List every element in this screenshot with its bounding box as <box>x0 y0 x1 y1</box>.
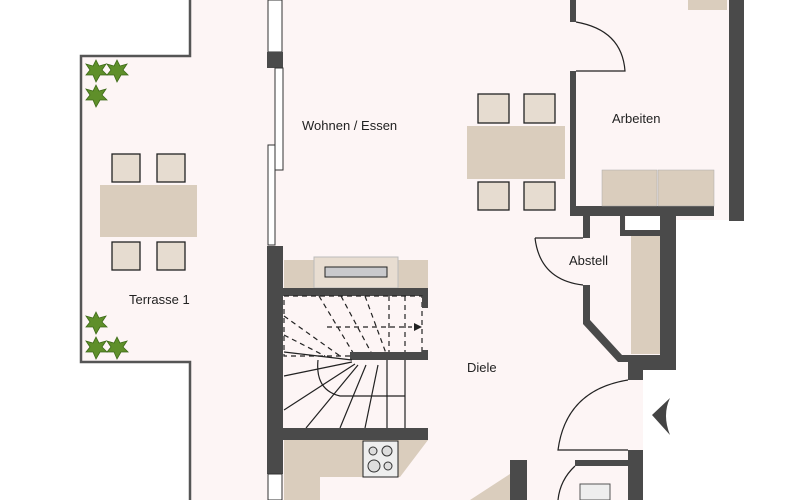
chair <box>111 153 141 183</box>
room-label-arbeiten: Arbeiten <box>612 111 660 126</box>
wall <box>422 296 428 308</box>
stair-arrow-icon <box>414 323 422 331</box>
entrance-door <box>557 379 629 451</box>
burner-icon <box>381 445 393 457</box>
storage-shelf <box>631 236 660 354</box>
window <box>274 67 284 171</box>
window <box>267 473 283 500</box>
plant-icon <box>85 311 108 335</box>
wall <box>660 216 676 370</box>
wall <box>510 460 527 500</box>
exterior-entry <box>643 370 800 500</box>
wall <box>620 216 625 236</box>
wall <box>283 288 428 296</box>
door-arbeiten <box>575 21 626 72</box>
terrace-table <box>100 185 197 237</box>
plant-icon <box>85 336 108 360</box>
door-abstell <box>534 237 584 286</box>
room-label-wohnen: Wohnen / Essen <box>302 118 397 133</box>
counter <box>470 474 510 500</box>
wall <box>583 216 590 238</box>
wall <box>575 460 643 466</box>
exterior-right-2 <box>675 220 745 370</box>
entrance-arrow-icon <box>652 398 670 435</box>
plant-icon <box>85 84 108 108</box>
wc-fixture <box>579 483 611 500</box>
wall <box>422 350 428 360</box>
plant-icons <box>85 59 129 360</box>
plant-icon <box>106 59 129 83</box>
terrace-outline <box>79 0 192 500</box>
stair-lower <box>283 351 406 429</box>
chair <box>523 181 556 211</box>
wall <box>570 206 714 216</box>
shaft <box>626 216 660 230</box>
room-label-diele: Diele <box>467 360 497 375</box>
door-swing <box>557 465 576 500</box>
window <box>267 144 276 246</box>
desk <box>688 0 727 10</box>
chair <box>111 241 141 271</box>
oven-window <box>324 266 388 278</box>
burner-icon <box>368 446 378 456</box>
wall <box>570 0 576 22</box>
burner-icon <box>383 461 393 471</box>
room-label-abstell: Abstell <box>569 253 608 268</box>
wall <box>620 230 660 236</box>
chair <box>523 93 556 124</box>
wall <box>729 0 744 221</box>
cooktop <box>362 440 399 478</box>
wall <box>267 52 283 68</box>
plant-icon <box>106 336 129 360</box>
dining-table <box>467 126 565 179</box>
cabinet <box>601 169 658 207</box>
wall <box>283 428 428 440</box>
stair-treads <box>283 295 412 357</box>
wall <box>570 71 576 211</box>
cabinet <box>657 169 715 207</box>
wall <box>267 246 283 474</box>
room-label-terrasse: Terrasse 1 <box>129 292 190 307</box>
chair <box>156 241 186 271</box>
wall <box>350 352 428 360</box>
wall <box>583 285 676 380</box>
burner-icon <box>367 459 381 473</box>
chair <box>156 153 186 183</box>
plant-icon <box>85 59 108 83</box>
wall <box>628 450 643 500</box>
chair <box>477 93 510 124</box>
window <box>267 0 283 53</box>
chair <box>477 181 510 211</box>
